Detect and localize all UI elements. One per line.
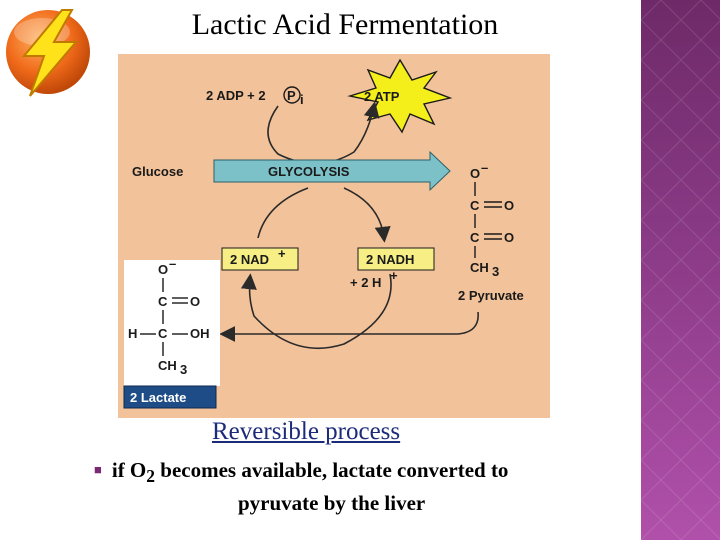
nad-to-nadh-arrow [343,187,391,243]
pyruvate-carbon-1: C [470,198,480,213]
lactate-hydroxyl: OH [190,326,210,341]
pyruvate-to-lactate-arrow [219,311,479,342]
lactate-oxygen: O [190,294,200,309]
lactate-name: 2 Lactate [130,390,186,405]
glucose-label: Glucose [132,164,183,179]
lactate-methyl: CH [158,358,177,373]
bullet-text-end: becomes available, lactate converted to [155,458,509,482]
lactate-o-minus: O [158,262,168,277]
lightning-bolt-icon [6,9,90,97]
pyruvate-name: 2 Pyruvate [458,288,524,303]
phosphate-subscript: i [300,92,304,107]
pyruvate-minus-sign: – [481,160,488,175]
bullet-line-1: ■ if O2 becomes available, lactate conver… [94,458,508,487]
lactate-methyl-subscript: 3 [180,362,187,377]
nad-label: 2 NAD [230,252,269,267]
reversible-process-heading: Reversible process [212,418,401,445]
hydrogen-label: + 2 H [350,275,381,290]
lactate-hydrogen: H [128,326,137,341]
phosphate-circle [283,86,301,104]
pyruvate-oxygen-2: O [504,230,514,245]
lactate-carbon-1: C [158,294,168,309]
pyruvate-structure: O – C O C O CH 3 [470,160,514,279]
adp-label: 2 ADP + 2 [206,88,266,103]
bullet-line-2: pyruvate by the liver [238,491,426,515]
lactate-panel [124,260,220,386]
phosphate-label: P [287,88,296,103]
lactate-minus-sign: – [169,256,176,271]
pyruvate-methyl: CH [470,260,489,275]
oxygen-subscript: 2 [146,466,156,487]
pyruvate-methyl-subscript: 3 [492,264,499,279]
nad-regeneration-arrow-upper [257,187,309,239]
slide-title: Lactic Acid Fermentation [191,8,499,41]
hydrogen-superscript: + [390,268,398,283]
decorative-sidebar [641,0,720,540]
fermentation-diagram: 2 ADP + 2 P i 2 ATP Glucose GLYCOLYSIS 2… [118,54,550,418]
diamond-pattern [641,0,720,540]
glycolysis-arrow [213,150,451,192]
nadh-to-nad-arrow [240,273,392,350]
atp-label: 2 ATP [364,89,400,104]
pyruvate-carbon-2: C [470,230,480,245]
lactate-structure: O – C O H C OH CH 3 [128,256,210,377]
nadh-label: 2 NADH [366,252,414,267]
pyruvate-oxygen-1: O [504,198,514,213]
glycolysis-label: GLYCOLYSIS [268,164,350,179]
lactate-carbon-2: C [158,326,168,341]
pyruvate-o-minus: O [470,166,480,181]
bullet-square-icon: ■ [94,462,102,477]
nad-superscript: + [278,246,286,261]
lactate-label-box [123,385,217,409]
nad-box [221,247,299,271]
nadh-box [357,247,435,271]
bullet-text-start: if O [111,458,147,482]
